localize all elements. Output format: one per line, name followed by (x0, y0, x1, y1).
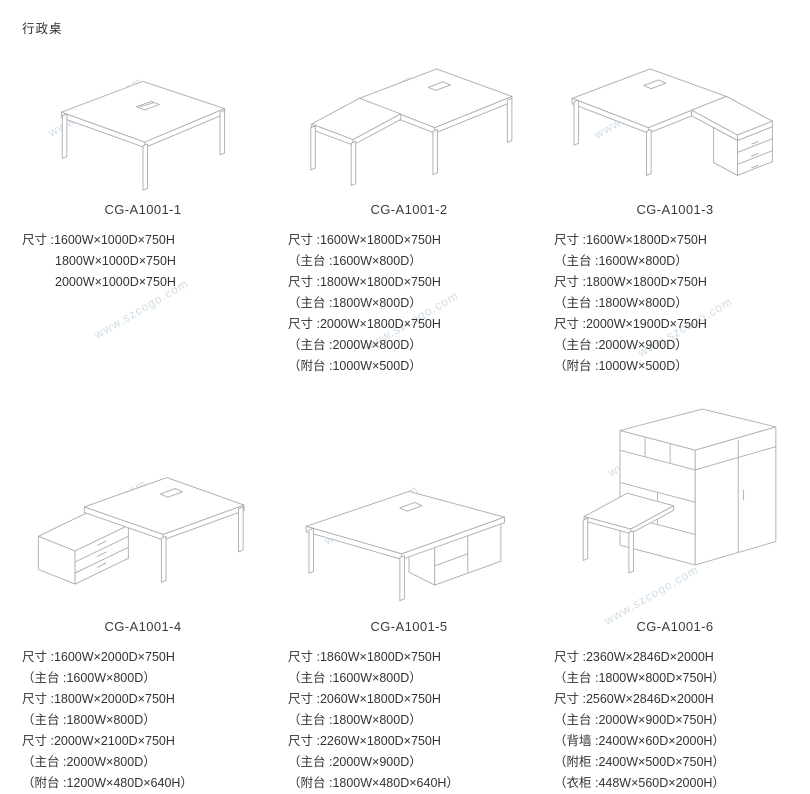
spec-line: （主台 :1800W×800D×750H） (554, 671, 725, 685)
product-specs: 尺寸 :2360W×2846D×2000H （主台 :1800W×800D×75… (554, 647, 796, 794)
desk-1-drawing (60, 80, 226, 191)
product-specs: 尺寸 :1600W×1800D×750H （主台 :1600W×800D） 尺寸… (554, 230, 796, 377)
spec-line: （附台 :1800W×480D×640H） (288, 776, 459, 790)
spec-line: （主台 :1600W×800D） (288, 254, 422, 268)
spec-line: （主台 :1800W×800D） (22, 713, 156, 727)
product-specs: 尺寸 :1600W×1000D×750H 1800W×1000D×750H 20… (22, 230, 264, 293)
desk-3-drawing (571, 68, 773, 176)
spec-line: 尺寸 :2000W×1800D×750H (288, 317, 441, 331)
spec-line: 2000W×1000D×750H (55, 275, 176, 289)
spec-line: （主台 :2000W×900D） (554, 338, 688, 352)
desk-6-drawing (582, 408, 776, 574)
spec-line: 尺寸 :2360W×2846D×2000H (554, 650, 714, 664)
spec-line: 尺寸 :1600W×2000D×750H (22, 650, 175, 664)
spec-line: （主台 :1600W×800D） (288, 671, 422, 685)
product-drawing (554, 403, 796, 609)
desk-5-drawing (305, 490, 505, 602)
product-card[interactable]: CG-A1001-2 尺寸 :1600W×1800D×750H （主台 :160… (276, 42, 534, 377)
spec-line: （主台 :2000W×800D） (22, 755, 156, 769)
product-drawing (554, 42, 796, 192)
product-model: CG-A1001-5 (370, 619, 448, 634)
spec-line: （主台 :1800W×800D） (288, 296, 422, 310)
product-model: CG-A1001-4 (104, 619, 182, 634)
spec-line: （衣柜 :448W×560D×2000H） (554, 776, 725, 790)
spec-line: 尺寸 :1600W×1800D×750H (288, 233, 441, 247)
product-card[interactable]: CG-A1001-6 尺寸 :2360W×2846D×2000H （主台 :18… (542, 403, 800, 794)
spec-line: 尺寸 :2260W×1800D×750H (288, 734, 441, 748)
spec-line: （主台 :2000W×900D×750H） (554, 713, 725, 727)
product-specs: 尺寸 :1600W×2000D×750H （主台 :1600W×800D） 尺寸… (22, 647, 264, 794)
product-model: CG-A1001-2 (370, 202, 448, 217)
spec-line: 尺寸 :1800W×2000D×750H (22, 692, 175, 706)
spec-line: 尺寸 :2560W×2846D×2000H (554, 692, 714, 706)
spec-line: （背墙 :2400W×60D×2000H） (554, 734, 725, 748)
spec-line: （主台 :2000W×800D） (288, 338, 422, 352)
spec-line: 尺寸 :2000W×2100D×750H (22, 734, 175, 748)
spec-line: （附台 :1200W×480D×640H） (22, 776, 193, 790)
spec-line: 尺寸 :1600W×1800D×750H (554, 233, 707, 247)
product-card[interactable]: CG-A1001-1 尺寸 :1600W×1000D×750H 1800W×10… (10, 42, 268, 377)
product-card[interactable]: CG-A1001-3 尺寸 :1600W×1800D×750H （主台 :160… (542, 42, 800, 377)
product-card[interactable]: CG-A1001-4 尺寸 :1600W×2000D×750H （主台 :160… (10, 403, 268, 794)
product-model: CG-A1001-6 (636, 619, 714, 634)
product-model: CG-A1001-1 (104, 202, 182, 217)
desk-2-drawing (309, 68, 512, 186)
spec-line: （附台 :1000W×500D） (288, 359, 422, 373)
spec-line: 尺寸 :2060W×1800D×750H (288, 692, 441, 706)
product-drawing (22, 403, 264, 609)
product-specs: 尺寸 :1860W×1800D×750H （主台 :1600W×800D） 尺寸… (288, 647, 530, 794)
spec-line: （附台 :1000W×500D） (554, 359, 688, 373)
spec-line: 尺寸 :1800W×1800D×750H (554, 275, 707, 289)
spec-line: （主台 :1600W×800D） (22, 671, 156, 685)
spec-line: 1800W×1000D×750H (55, 254, 176, 268)
desk-4-drawing (37, 477, 245, 585)
product-specs: 尺寸 :1600W×1800D×750H （主台 :1600W×800D） 尺寸… (288, 230, 530, 377)
product-card[interactable]: CG-A1001-5 尺寸 :1860W×1800D×750H （主台 :160… (276, 403, 534, 794)
page-title: 行政桌 (22, 22, 63, 36)
spec-line: （主台 :1600W×800D） (554, 254, 688, 268)
product-grid: CG-A1001-1 尺寸 :1600W×1000D×750H 1800W×10… (10, 42, 800, 794)
spec-line: （主台 :1800W×800D） (288, 713, 422, 727)
spec-line: （主台 :1800W×800D） (554, 296, 688, 310)
spec-line: （主台 :2000W×900D） (288, 755, 422, 769)
product-drawing (288, 403, 530, 609)
spec-line: 尺寸 :2000W×1900D×750H (554, 317, 707, 331)
spec-line: （附柜 :2400W×500D×750H） (554, 755, 725, 769)
product-model: CG-A1001-3 (636, 202, 714, 217)
spec-line: 尺寸 :1600W×1000D×750H (22, 233, 175, 247)
product-drawing (288, 42, 530, 192)
spec-line: 尺寸 :1860W×1800D×750H (288, 650, 441, 664)
spec-line: 尺寸 :1800W×1800D×750H (288, 275, 441, 289)
product-drawing (22, 42, 264, 192)
